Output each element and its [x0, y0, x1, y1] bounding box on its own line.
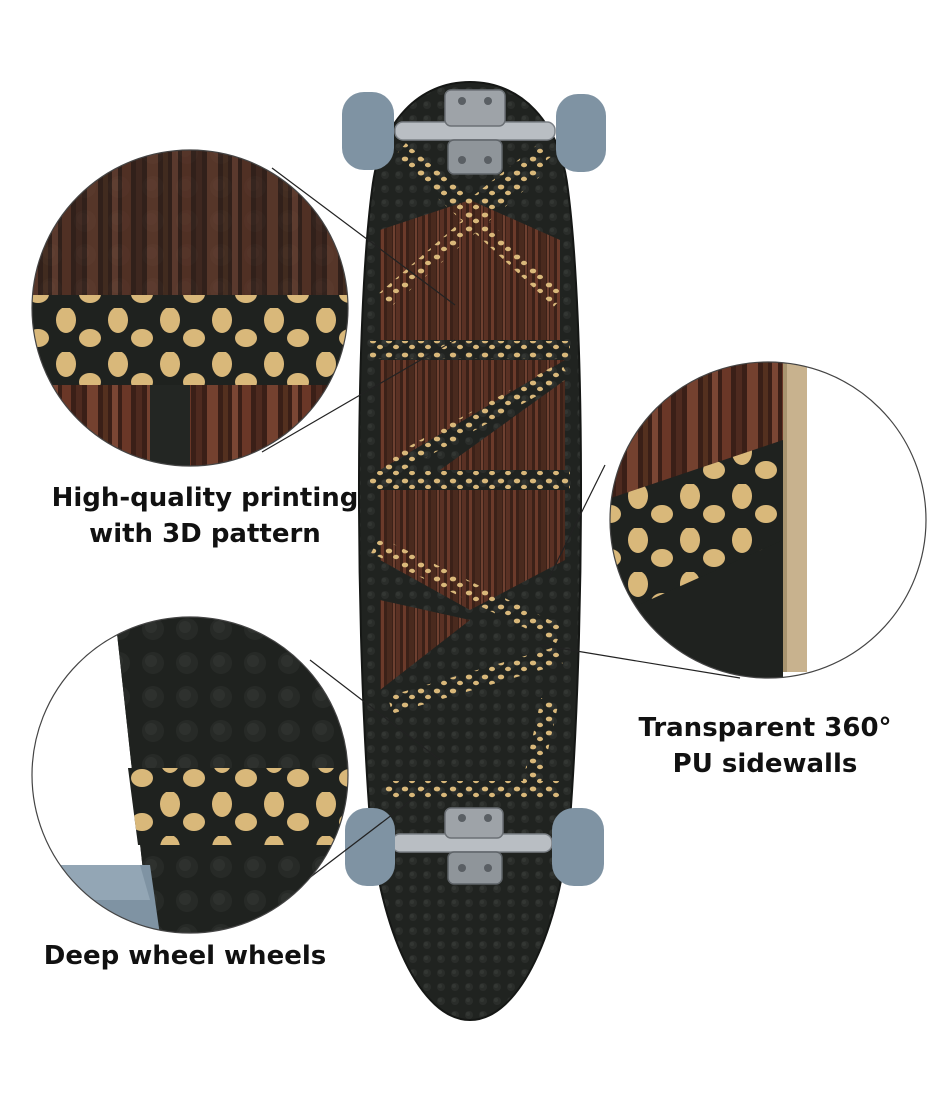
caption-printing-line2: with 3D pattern [89, 519, 321, 549]
caption-printing: High-quality printing with 3D pattern [35, 480, 375, 552]
caption-sidewalls-line1: Transparent 360° [638, 713, 892, 743]
longboard-deck [358, 80, 582, 1022]
magnifier-circle-printing [31, 149, 349, 467]
wheel-icon [345, 808, 604, 886]
wheel-icon [342, 92, 606, 172]
caption-printing-line1: High-quality printing [51, 483, 359, 513]
caption-wheels-line1: Deep wheel wheels [43, 941, 327, 971]
front-truck [394, 89, 556, 175]
caption-sidewalls: Transparent 360° PU sidewalls [615, 710, 915, 782]
rear-truck [391, 807, 553, 885]
magnifier-circle-sidewalls [609, 361, 927, 679]
magnifier-circle-wheels [31, 616, 349, 934]
leader-lines [261, 167, 741, 886]
caption-sidewalls-line2: PU sidewalls [672, 749, 858, 779]
caption-wheels: Deep wheel wheels [40, 938, 330, 974]
